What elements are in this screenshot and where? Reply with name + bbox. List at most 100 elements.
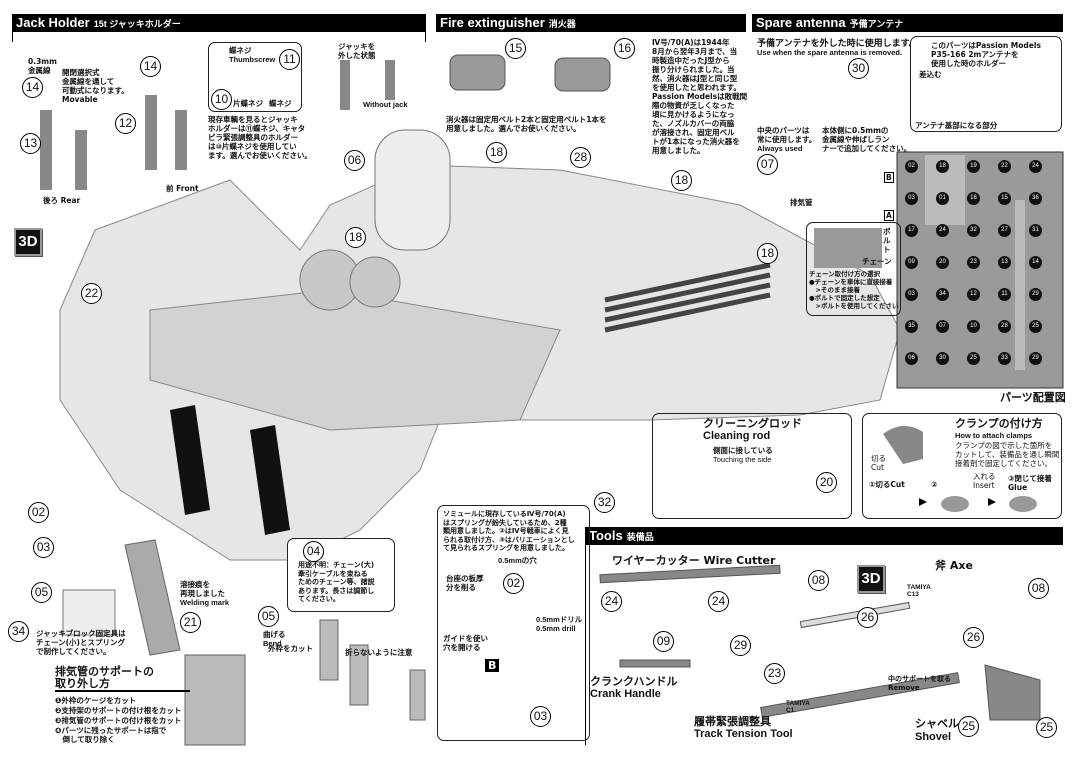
crank-handle-jp: クランクハンドル — [590, 675, 678, 688]
cleaning-rod-box: クリーニングロッド Cleaning rod 側面に接している Touching… — [652, 413, 852, 519]
shovel-jp: シャベル — [915, 717, 959, 730]
part-callout-26: 26 — [857, 607, 878, 628]
jack-frame — [12, 32, 426, 42]
part-callout-24: 24 — [601, 591, 622, 612]
thumbscrew-jp: 蝶ネジ — [229, 46, 252, 55]
fret-b-marker: B — [485, 659, 500, 672]
part-callout-25: 25 — [1036, 717, 1057, 738]
jack-block-note: ジャッキブロック固定具は チェーン(小)とスプリング で制作してください。 — [36, 629, 126, 656]
bolt-label: ボルト — [883, 227, 891, 254]
step2-label: ② — [931, 480, 938, 489]
3d-print-badge: 3D — [857, 565, 885, 593]
part-callout-08: 08 — [808, 570, 829, 591]
parts-map-number: 30 — [936, 352, 949, 365]
part-callout-13: 13 — [20, 133, 41, 154]
part-callout-02: 02 — [503, 573, 524, 594]
jack-holder-drawing — [40, 60, 395, 190]
part-callout-08: 08 — [1028, 578, 1049, 599]
antenna-base-label: アンテナ基部になる部分 — [915, 121, 998, 130]
title-underline — [55, 690, 190, 692]
cleaning-rod-en: Cleaning rod — [703, 430, 771, 442]
part-callout-28: 28 — [570, 147, 591, 168]
parts-map-number: 01 — [936, 192, 949, 205]
chain-label: チェーン — [862, 257, 892, 266]
parts-map-number: 22 — [998, 160, 1011, 173]
part-callout-11: 11 — [279, 49, 300, 70]
part-callout-05: 05 — [258, 606, 279, 627]
part-callout-03: 03 — [530, 706, 551, 727]
part-callout-26: 26 — [963, 627, 984, 648]
exhaust-step-1: ❶外枠のケージをカット — [55, 696, 137, 705]
parts-map-number: 03 — [905, 288, 918, 301]
parts-map-number: 34 — [936, 288, 949, 301]
shovel-en: Shovel — [915, 731, 952, 743]
tools-frame — [585, 545, 1063, 745]
parts-map-title: パーツ配置図 — [1000, 391, 1066, 404]
wire-cutter-label: ワイヤーカッター Wire Cutter — [612, 554, 776, 567]
clamp-jp: クランプの付け方 — [955, 417, 1043, 430]
parts-map-number: 09 — [905, 256, 918, 269]
part-callout-10: 10 — [211, 89, 232, 110]
spring-note: ソミュールに現存しているⅣ号/70(A) はスプリングが紛失しているため、2種 … — [443, 510, 575, 552]
hole-label: 0.5mmの穴 — [498, 556, 537, 565]
part-callout-20: 20 — [816, 472, 837, 493]
bend-label: 曲げる Bend — [263, 630, 286, 648]
antenna-holder-box: このパーツはPassion Models P35-166 2mアンテナを 使用し… — [910, 36, 1062, 132]
thumbscrew-en: Thumbscrew — [229, 55, 276, 64]
parts-map-number: 14 — [1029, 256, 1042, 269]
part-callout-16: 16 — [614, 38, 635, 59]
part-callout-18: 18 — [345, 227, 366, 248]
part-callout-30: 30 — [848, 58, 869, 79]
antenna-wire-note: 本体側に0.5mmの 金属線や伸ばしラン ナーで追加してください。 — [822, 126, 912, 153]
front-label: 前 Front — [166, 184, 199, 193]
parts-map-number: 17 — [905, 224, 918, 237]
center-part-jp: 中央のパーツは 常に使用します。 — [757, 126, 817, 144]
clamp-box: クランプの付け方 How to attach clamps クランプの図で示した… — [862, 413, 1062, 519]
part-callout-14: 14 — [22, 77, 43, 98]
part-callout-25: 25 — [958, 716, 979, 737]
chain-note: チェーン取付け方の選択 ●チェーンを車体に直接接着 >そのまま接着 ●ボルトで固… — [809, 270, 899, 310]
fire-extinguisher-drawing — [449, 54, 611, 92]
part-callout-18: 18 — [671, 170, 692, 191]
parts-map-number: 06 — [905, 352, 918, 365]
tamiya-c13: TAMIYA C13 — [907, 584, 931, 598]
insert-step-label: 入れる Insert — [973, 472, 996, 490]
part-callout-18: 18 — [486, 142, 507, 163]
parts-map-number: 12 — [967, 288, 980, 301]
fan-drawing — [349, 256, 401, 308]
cleaning-rods-drawing — [604, 262, 771, 333]
part-callout-07: 07 — [757, 154, 778, 175]
part-callout-05: 05 — [31, 582, 52, 603]
history-note: Ⅳ号/70(A)は1944年 8月から翌年3月まで、当 時製造中だったJ型から … — [652, 38, 748, 155]
parts-map-number: 25 — [967, 352, 980, 365]
drill-label: 0.5mmドリル 0.5mm drill — [536, 615, 583, 633]
clamp-en: How to attach clamps — [955, 431, 1033, 440]
chain-option-box: ボルト チェーン チェーン取付け方の選択 ●チェーンを車体に直接接着 >そのまま… — [806, 222, 901, 316]
parts-map-number: 27 — [998, 224, 1011, 237]
parts-map-number: 11 — [998, 288, 1011, 301]
parts-map-number: 07 — [936, 320, 949, 333]
cleaning-rod-jp: クリーニングロッド — [703, 417, 802, 430]
parts-map-number: 25 — [1029, 320, 1042, 333]
without-jack-en: Without jack — [363, 100, 408, 109]
guide-label: ガイドを使い 穴を開ける — [443, 634, 488, 652]
parts-map-number: 24 — [936, 224, 949, 237]
parts-map-number: 10 — [967, 320, 980, 333]
parts-map-number: 35 — [905, 320, 918, 333]
track-tool-jp: 履帯緊張調整具 — [694, 715, 771, 728]
tools-drawing — [599, 564, 1041, 721]
parts-map-number: 18 — [936, 160, 949, 173]
parts-map-number: 24 — [1029, 160, 1042, 173]
chain-drawing — [814, 228, 882, 268]
parts-map-number: 36 — [1029, 192, 1042, 205]
3d-print-badge: 3D — [14, 228, 42, 256]
exhaust-label: 排気管 — [790, 198, 813, 207]
part-callout-02: 02 — [28, 502, 49, 523]
parts-map-number: 33 — [998, 352, 1011, 365]
thumbscrew-label: 蝶ネジ — [269, 99, 292, 108]
parts-map-number: 28 — [998, 320, 1011, 333]
part-callout-23: 23 — [764, 663, 785, 684]
